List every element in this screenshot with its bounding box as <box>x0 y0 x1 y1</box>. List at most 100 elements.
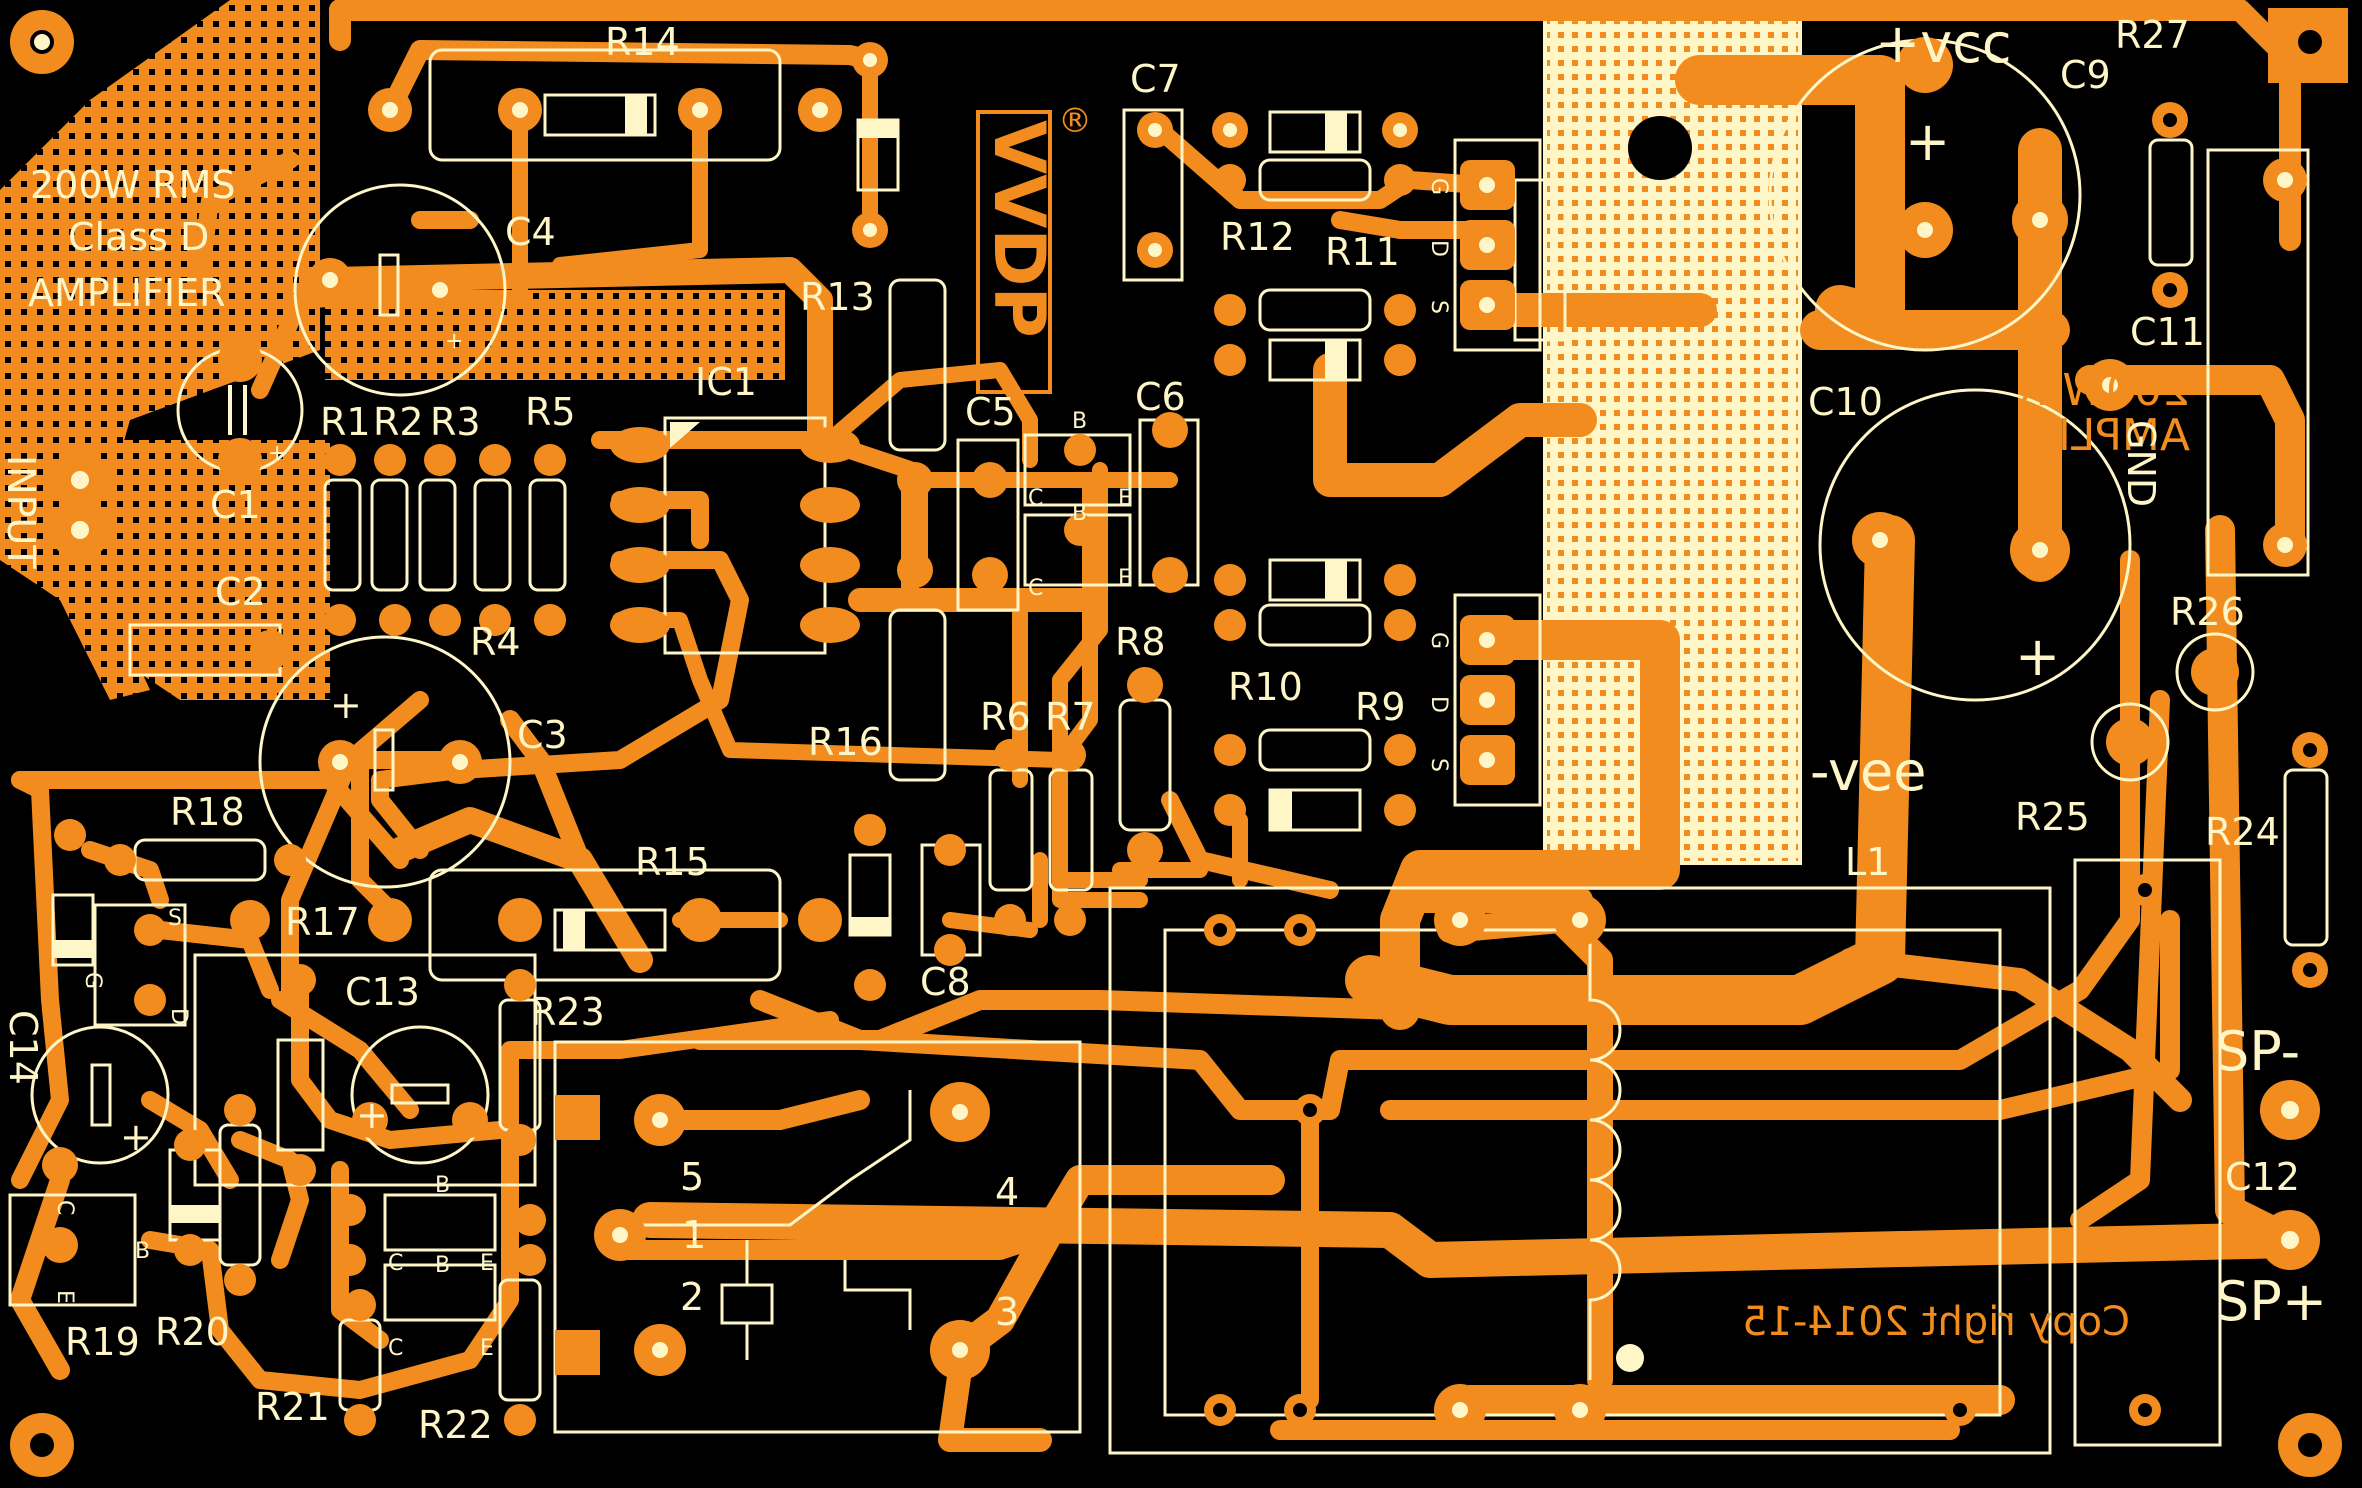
pcb-label: C <box>388 1336 403 1361</box>
pcb-label: + <box>2015 625 2060 688</box>
designator-r20: R20 <box>155 1310 230 1354</box>
designator-r22: R22 <box>418 1403 493 1447</box>
pcb-label: 2 <box>680 1275 704 1319</box>
logo: VVDP ® <box>976 101 1092 394</box>
pcb-label: D <box>166 1008 191 1025</box>
designator-r17: R17 <box>285 900 360 944</box>
designator-r10: R10 <box>1228 665 1303 709</box>
pcb-label: D <box>1426 240 1451 257</box>
logo-text: VVDP <box>978 120 1060 338</box>
designator-c5: C5 <box>965 390 1016 434</box>
designator-c6: C6 <box>1135 375 1186 419</box>
mirrored-text: 200W R AMPLIF <box>2018 365 2190 461</box>
board-title: 200W RMS Class D AMPLIFIER <box>28 163 236 315</box>
pcb-label: E <box>52 1290 77 1304</box>
title-line-2: Class D <box>68 215 209 259</box>
pcb-label: S <box>1426 758 1451 772</box>
designator-r15: R15 <box>635 840 710 884</box>
designator-c8: C8 <box>920 960 971 1004</box>
pcb-label: E <box>1118 486 1132 511</box>
pcb-label: C <box>388 1251 403 1276</box>
pcb-label: G <box>80 972 105 989</box>
vcc-label: +vcc <box>1875 12 2012 75</box>
input-label: INPUT <box>0 455 43 569</box>
title-line-1: 200W RMS <box>30 163 236 207</box>
mount-hole-bottom-right <box>2278 1413 2342 1477</box>
designator-r5: R5 <box>525 390 576 434</box>
logo-mark: ® <box>1058 101 1092 141</box>
designator-r12: R12 <box>1220 215 1295 259</box>
designator-c14: C14 <box>1 1010 45 1085</box>
pcb-label: C <box>1028 486 1043 511</box>
designator-c1: C1 <box>210 483 261 527</box>
designator-r4: R4 <box>470 620 521 664</box>
drill-holes <box>34 34 2299 1418</box>
vee-label: -vee <box>1810 740 1926 803</box>
pcb-label: + <box>1905 110 1950 173</box>
designator-l1: L1 <box>1845 840 1890 884</box>
designator-c10: C10 <box>1808 380 1883 424</box>
via-dots <box>1213 113 2317 1417</box>
designator-c2: C2 <box>215 570 266 614</box>
silkscreen-outlines <box>8 38 2329 1455</box>
pcb-label: 5 <box>680 1155 704 1199</box>
pin-marks: + + + + + + + B C E B C E G D S G D S S … <box>52 110 2060 1361</box>
mount-hole-bottom-left <box>10 1413 74 1477</box>
mirrored-line-1: 200W R <box>2018 365 2190 416</box>
pcb-label: + <box>120 1115 152 1159</box>
pcb-label: C <box>52 1200 77 1215</box>
pcb-label: E <box>480 1251 494 1276</box>
relay-pin-labels: 5 1 2 4 3 <box>680 1155 1019 1334</box>
heatsink-mount-hole <box>1628 116 1692 180</box>
designator-c9: C9 <box>2060 53 2111 97</box>
pcb-label: S <box>168 906 182 931</box>
designator-r2: R2 <box>373 400 424 444</box>
title-line-3: AMPLIFIER <box>28 271 226 315</box>
designator-c11: C11 <box>2130 310 2205 354</box>
pcb-label: G <box>1426 632 1451 649</box>
designator-r9: R9 <box>1355 685 1406 729</box>
pcb-label: + <box>445 329 463 354</box>
designator-r27: R27 <box>2115 13 2190 57</box>
designator-r24: R24 <box>2205 810 2280 854</box>
pcb-label: 3 <box>995 1290 1019 1334</box>
designator-r8: R8 <box>1115 620 1166 664</box>
designators: R14 C4 C7 R12 R11 R13 IC1 C5 C6 R1 R2 R3… <box>1 13 2300 1447</box>
pcb-label: B <box>435 1173 450 1198</box>
pcb-label: E <box>1118 566 1132 591</box>
pcb-label: E <box>480 1336 494 1361</box>
designator-r6: R6 <box>980 695 1031 739</box>
designator-ic1: IC1 <box>695 360 757 404</box>
pcb-label: B <box>1072 501 1087 526</box>
designator-r23: R23 <box>530 990 605 1034</box>
designator-r26: R26 <box>2170 590 2245 634</box>
mirrored-line-2: AMPLIF <box>2033 410 2190 461</box>
designator-c12: C12 <box>2225 1155 2300 1199</box>
designator-r1: R1 <box>320 400 371 444</box>
designator-r3: R3 <box>430 400 481 444</box>
pcb-label: S <box>1426 300 1451 314</box>
designator-r13: R13 <box>800 275 875 319</box>
designator-r11: R11 <box>1325 230 1400 274</box>
designator-r25: R25 <box>2015 795 2090 839</box>
designator-r18: R18 <box>170 790 245 834</box>
pcb-label: 4 <box>995 1170 1019 1214</box>
pcb-label: 1 <box>682 1213 706 1257</box>
copper-traces <box>10 0 2311 1452</box>
sp-plus-label: SP+ <box>2215 1270 2327 1333</box>
mount-hole-top-right <box>2268 8 2348 83</box>
pcb-label: B <box>135 1239 150 1264</box>
designator-c7: C7 <box>1130 57 1181 101</box>
gnd-label: GND <box>2119 420 2163 507</box>
designator-r21: R21 <box>255 1385 330 1429</box>
copyright-text: Copy right 2014-15 <box>1742 1299 2130 1345</box>
pcb-label: G <box>1426 178 1451 195</box>
pcb-label: B <box>1072 409 1087 434</box>
designator-c4: C4 <box>505 210 556 254</box>
pcb-label: + <box>330 683 362 727</box>
designator-r14: R14 <box>605 20 680 64</box>
mount-holes <box>10 8 2348 1477</box>
pcb-label: C <box>1028 576 1043 601</box>
sp-minus-label: SP- <box>2215 1020 2300 1083</box>
